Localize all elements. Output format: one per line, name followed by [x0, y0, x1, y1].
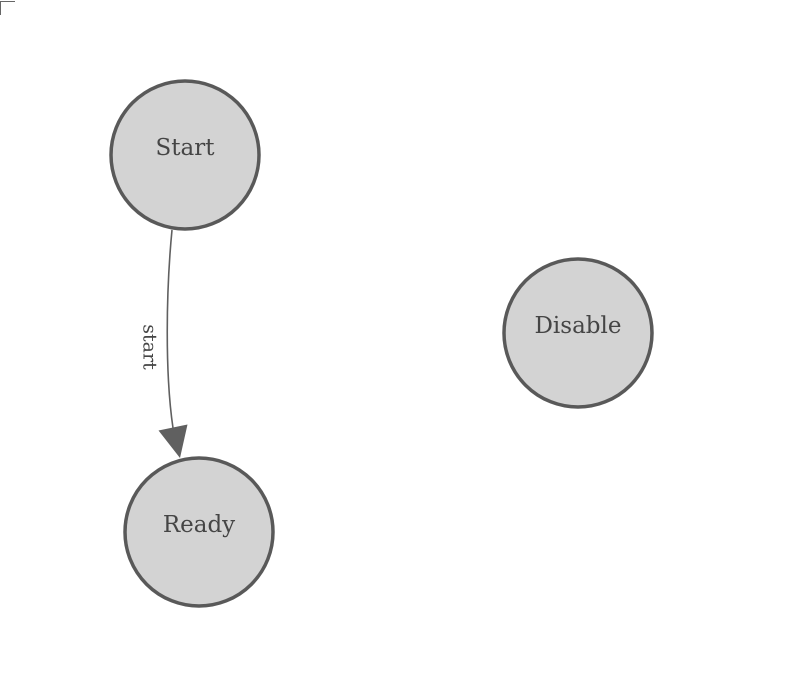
edge-label[interactable]: start: [138, 324, 160, 370]
node-start[interactable]: Start: [109, 79, 261, 231]
node-disable-label: Disable: [534, 313, 621, 339]
edge-path[interactable]: [166, 229, 174, 429]
node-start-circle[interactable]: [109, 79, 261, 231]
node-start-label: Start: [156, 135, 216, 161]
node-disable[interactable]: Disable: [502, 257, 654, 409]
edge-start-to-ready: start: [138, 229, 188, 458]
node-ready-label: Ready: [163, 512, 235, 538]
node-ready[interactable]: Ready: [123, 456, 275, 608]
node-ready-circle[interactable]: [123, 456, 275, 608]
node-disable-circle[interactable]: [502, 257, 654, 409]
arrowhead-icon: [158, 424, 188, 458]
canvas-corner-mark: [0, 1, 15, 15]
